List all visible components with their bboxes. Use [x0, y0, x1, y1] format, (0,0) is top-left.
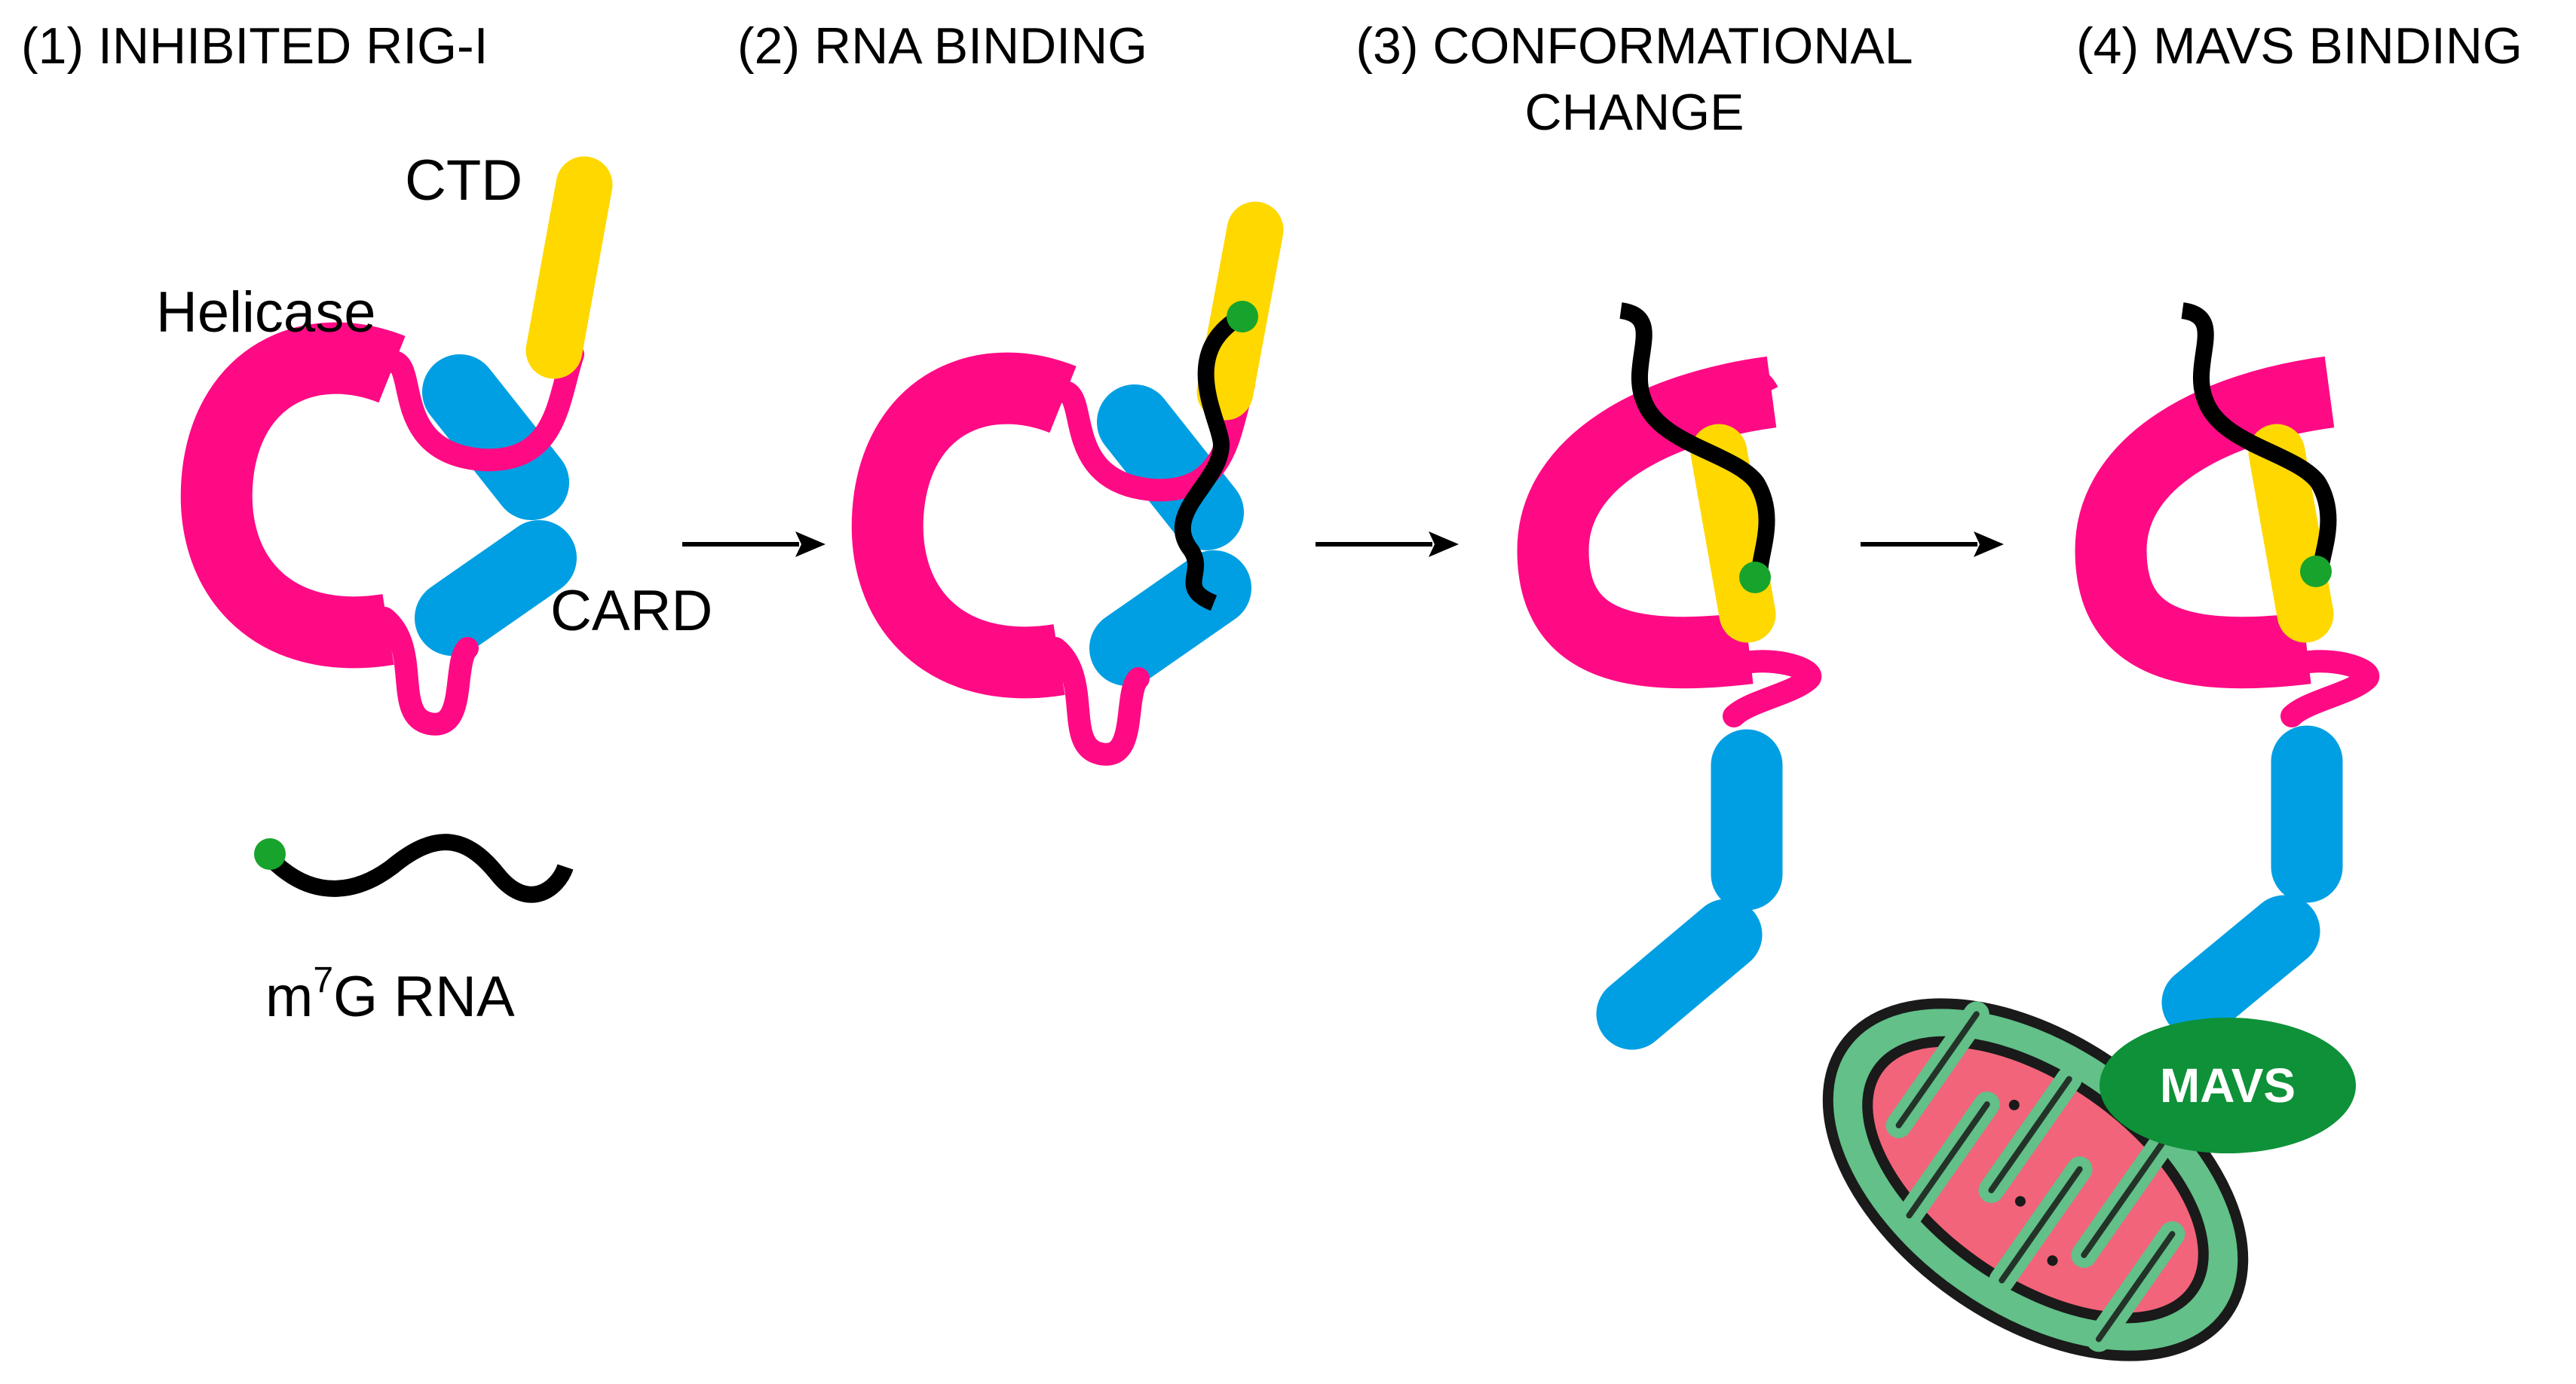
- rna-strand: [2180, 302, 2337, 578]
- helicase-linker: [1723, 650, 1822, 727]
- helicase-linker: [2280, 650, 2380, 727]
- step-1-title: (1) INHIBITED RIG-I: [21, 17, 489, 75]
- helicase-domain: [2075, 356, 2335, 689]
- ctd-domain: [2248, 424, 2334, 643]
- mavs-protein: [2100, 1018, 2356, 1153]
- arrow-right-icon: [1861, 531, 2004, 557]
- arrow-right-icon: [1316, 531, 1459, 557]
- helicase-tail-loop: [1044, 637, 1150, 766]
- m7g-cap-dot: [254, 838, 286, 870]
- mavs-label: MAVS: [2160, 1058, 2296, 1113]
- step-3-title-line-2: CHANGE: [1525, 84, 1744, 141]
- helicase-tail-loop: [373, 607, 479, 736]
- rna-strand: [1174, 309, 1245, 611]
- helicase-domain: [851, 352, 1077, 699]
- ctd-domain: [525, 156, 613, 379]
- step-3-conformational-change: [1517, 302, 1822, 1050]
- helicase-top-cap: [1735, 366, 1778, 399]
- card-label: CARD: [550, 579, 712, 643]
- m7g-cap-dot: [1739, 562, 1771, 593]
- m7g-cap-dot: [2300, 556, 2332, 587]
- helicase-domain: [1517, 356, 1777, 689]
- step-3-title-line-1: (3) CONFORMATIONAL: [1355, 17, 1913, 75]
- step-1-inhibited-rig-i: CTD Helicase CARD m7G RNA: [156, 149, 712, 1029]
- rna-strand: [1619, 302, 1775, 579]
- step-4-title: (4) MAVS BINDING: [2076, 17, 2522, 75]
- mitochondrion-icon: [1822, 998, 2249, 1361]
- step-4-mavs-binding: MAVS: [1822, 302, 2380, 1361]
- step-2-rna-binding: [851, 201, 1284, 766]
- card-domain-lower: [2161, 895, 2320, 1039]
- rna-strand: [265, 834, 574, 903]
- card-domain-lower: [415, 520, 577, 656]
- helicase-linker: [1048, 373, 1255, 502]
- m7g-cap-dot: [1227, 301, 1258, 332]
- helicase-domain: [180, 322, 406, 669]
- card-domain-upper: [422, 354, 569, 520]
- step-2-title: (2) RNA BINDING: [737, 17, 1147, 75]
- helicase-label: Helicase: [156, 280, 375, 344]
- card-domain-lower: [1596, 899, 1763, 1050]
- arrow-right-icon: [682, 531, 825, 557]
- rna-label: m7G RNA: [265, 960, 515, 1029]
- ctd-label: CTD: [405, 149, 522, 213]
- helicase-linker: [377, 343, 584, 472]
